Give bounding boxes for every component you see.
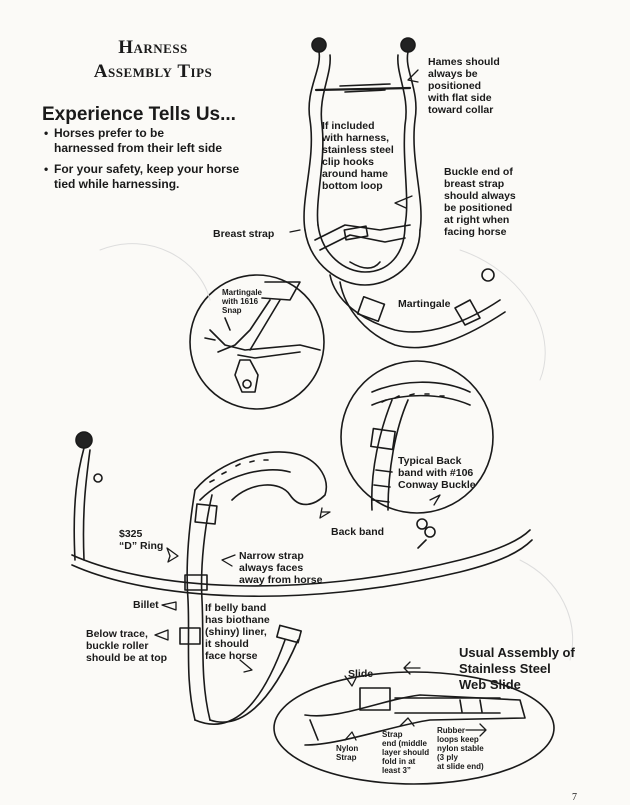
hames-collar-drawing (303, 37, 506, 349)
saddle-drawing (71, 431, 533, 725)
label-slide: Slide (348, 668, 374, 680)
intro-bullet-item: • Horses prefer to be harnessed from the… (44, 126, 274, 156)
back-band-detail (340, 360, 494, 514)
intro-heading: Experience Tells Us... (42, 104, 236, 125)
label-back-band: Back band (331, 526, 385, 538)
label-rubber-loops: Rubber loops keep nylon stable (3 ply at… (437, 726, 484, 771)
label-buckle-end: Buckle end of breast strap should always… (444, 166, 516, 238)
label-billet: Billet (133, 599, 159, 611)
intro-bullet-item: • For your safety, keep your horse tied … (44, 162, 274, 192)
web-slide-detail (273, 671, 555, 785)
bullet-text: For your safety, keep your horse tied wh… (54, 162, 240, 191)
label-nylon-strap: Nylon Strap (336, 744, 359, 762)
label-hames: Hames should always be positioned with f… (428, 56, 500, 116)
label-strap-end: Strap end (middle layer should fold in a… (382, 730, 430, 775)
label-trace: Below trace, buckle roller should be at … (86, 628, 168, 664)
bullet-dot: • (44, 126, 49, 140)
page-number: 7 (572, 792, 577, 803)
label-clip-hooks: If included with harness, stainless stee… (322, 120, 394, 192)
label-back-band-typical: Typical Back band with #106 Conway Buckl… (398, 455, 476, 491)
label-breast-strap: Breast strap (213, 228, 275, 240)
bullet-dot: • (44, 162, 49, 176)
page-title-line2: Assembly Tips (93, 61, 213, 82)
label-narrow-strap: Narrow strap always faces away from hors… (239, 550, 323, 586)
background-sketch (99, 243, 574, 661)
page-title-line1: Harness (118, 37, 188, 58)
label-martingale: Martingale (398, 298, 451, 310)
label-d-ring: $325 “D” Ring (119, 528, 164, 552)
page-title: Harness Assembly Tips (58, 36, 248, 84)
bullet-text: Horses prefer to be harnessed from their… (54, 126, 223, 155)
pointer-arrows (154, 69, 487, 741)
intro-bullet-list: • Horses prefer to be harnessed from the… (44, 126, 274, 192)
label-belly-band: If belly band has biothane (shiny) liner… (205, 602, 270, 662)
label-martingale-snap: Martingale with 1616 Snap (222, 288, 263, 315)
web-slide-heading: Usual Assembly of Stainless Steel Web Sl… (459, 645, 575, 692)
martingale-snap-detail (189, 274, 325, 410)
